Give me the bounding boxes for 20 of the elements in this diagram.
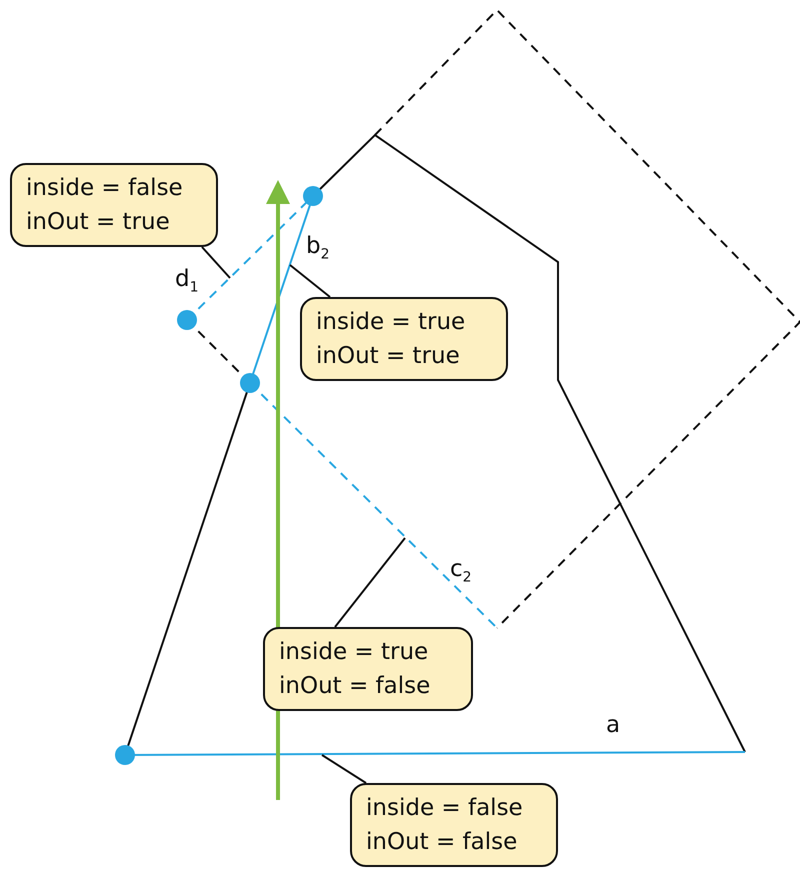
segment-label: b$_{2}$ — [306, 233, 330, 263]
callout-text: inOut = true — [316, 342, 461, 371]
callout-box — [263, 627, 473, 711]
segment-label: d$_{1}$ — [175, 266, 199, 296]
callout-text: inside = true — [316, 308, 466, 337]
segment-label: a — [606, 712, 620, 738]
callout-box — [350, 783, 558, 867]
callout-text: inOut = true — [26, 208, 171, 237]
callout-text: inside = false — [26, 174, 184, 203]
callout-box — [300, 297, 508, 381]
segment-label: c$_{2}$ — [450, 556, 472, 586]
leader-line — [289, 264, 331, 298]
callout-text: inOut = false — [279, 672, 432, 701]
leader-line — [321, 754, 367, 784]
leader-line — [334, 537, 406, 628]
callout-text: inside = false — [366, 794, 524, 823]
callout-text: inOut = false — [366, 828, 518, 857]
callout-box — [10, 163, 218, 247]
leader-line — [201, 246, 231, 279]
callout-text: inside = true — [279, 638, 430, 667]
